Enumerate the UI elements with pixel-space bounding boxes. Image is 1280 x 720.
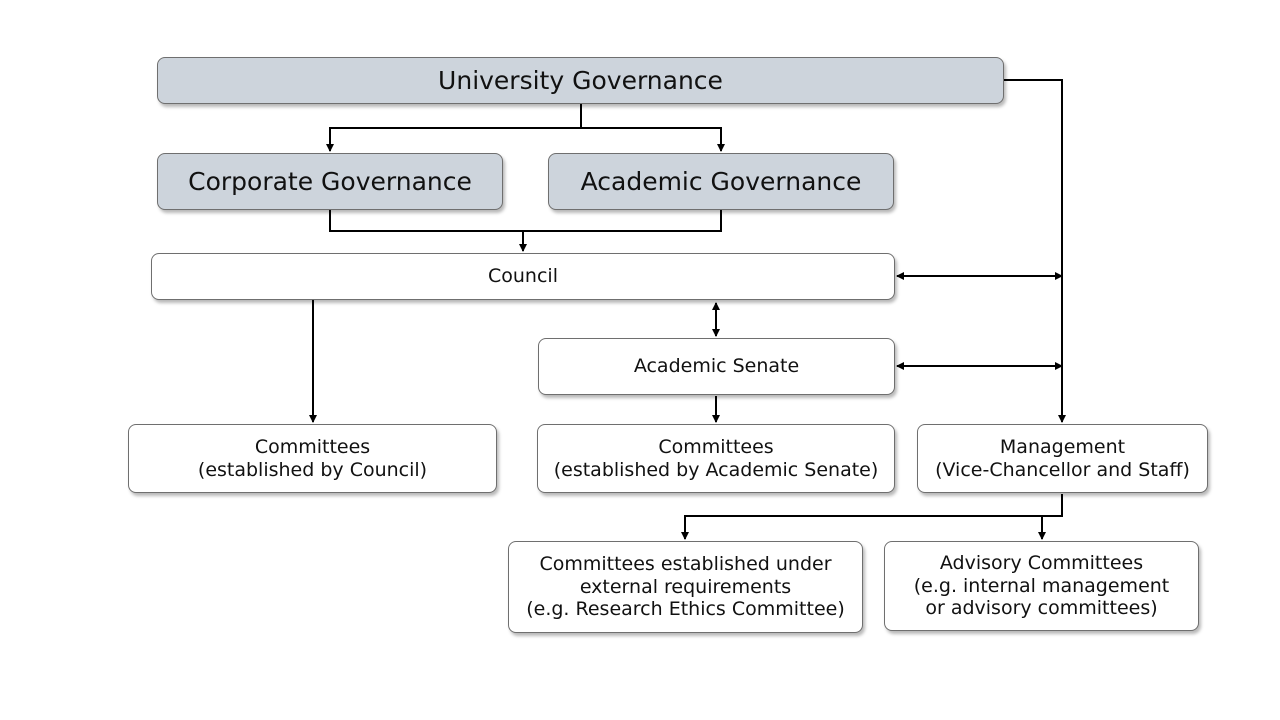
management-box: Management (Vice-Chancellor and Staff) [917, 424, 1208, 493]
advisory-committees-line1: Advisory Committees [939, 551, 1144, 574]
senate-committees-subtitle: (established by Academic Senate) [553, 458, 879, 481]
academic-senate-box: Academic Senate [538, 338, 895, 395]
connector-management-split [681, 494, 1063, 540]
corporate-governance-label: Corporate Governance [188, 166, 472, 196]
academic-governance-label: Academic Governance [580, 166, 862, 196]
university-governance-label: University Governance [438, 65, 723, 95]
senate-committees-box: Committees (established by Academic Sena… [537, 424, 895, 493]
advisory-committees-line3: or advisory committees) [925, 597, 1158, 620]
council-committees-subtitle: (established by Council) [197, 458, 428, 481]
external-committees-line2: external requirements [579, 575, 792, 598]
advisory-committees-line2: (e.g. internal management [913, 574, 1170, 597]
connector-university-to-academic [581, 127, 725, 152]
external-committees-box: Committees established under external re… [508, 541, 863, 633]
academic-senate-label: Academic Senate [633, 355, 800, 378]
management-title: Management [999, 435, 1126, 458]
council-label: Council [488, 265, 558, 288]
council-box: Council [151, 253, 895, 300]
external-committees-line3: (e.g. Research Ethics Committee) [526, 598, 845, 621]
management-subtitle: (Vice-Chancellor and Staff) [935, 458, 1190, 481]
academic-governance-box: Academic Governance [548, 153, 894, 210]
corporate-governance-box: Corporate Governance [157, 153, 503, 210]
connector-right-spine [1004, 79, 1066, 423]
external-committees-line1: Committees established under [539, 552, 832, 575]
university-governance-box: University Governance [157, 57, 1004, 104]
connector-governance-merge [329, 210, 722, 232]
advisory-committees-box: Advisory Committees (e.g. internal manag… [884, 541, 1199, 631]
senate-committees-title: Committees [658, 435, 774, 458]
council-committees-box: Committees (established by Council) [128, 424, 497, 493]
council-committees-title: Committees [254, 435, 371, 458]
connector-university-split [326, 104, 582, 152]
